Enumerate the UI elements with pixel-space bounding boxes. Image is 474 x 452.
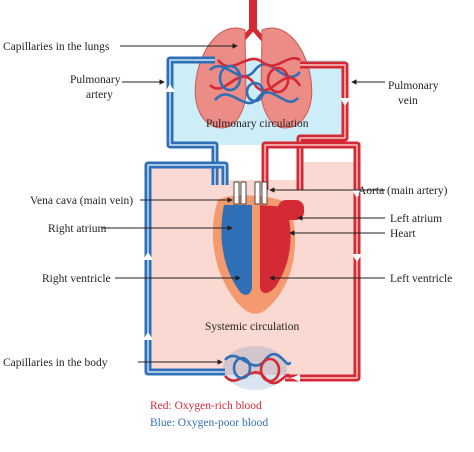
lung-capillary-network bbox=[209, 56, 302, 105]
legend-blue: Blue: Oxygen-poor blood bbox=[150, 417, 268, 429]
trachea bbox=[249, 0, 257, 30]
vena-cava-vessel-inner bbox=[147, 164, 226, 373]
pulmonary-artery-vessel-inner bbox=[169, 59, 216, 185]
flow-arrows bbox=[143, 84, 362, 382]
left-atrium-chamber bbox=[278, 200, 304, 220]
label-left-ventricle: Left ventricle bbox=[390, 273, 452, 285]
label-pulmonary-circulation: Pulmonary circulation bbox=[206, 118, 309, 130]
left-heart-chamber bbox=[260, 205, 291, 294]
body-capillary-network bbox=[223, 352, 292, 385]
heart-vessel-stubs bbox=[233, 181, 268, 205]
label-aorta: Aorta (main artery) bbox=[358, 185, 448, 197]
label-capillaries-lungs: Capillaries in the lungs bbox=[3, 41, 110, 53]
label-heart: Heart bbox=[390, 228, 416, 240]
label-systemic-circulation: Systemic circulation bbox=[205, 321, 299, 333]
label-pulmonary-artery-line1: Pulmonary bbox=[70, 74, 121, 86]
label-pulmonary-artery-line2: artery bbox=[86, 89, 113, 101]
label-vena-cava: Vena cava (main vein) bbox=[30, 195, 133, 207]
pulmonary-vein-vessel-inner bbox=[299, 64, 346, 190]
label-pulmonary-vein-line2: vein bbox=[398, 95, 418, 107]
legend-red: Red: Oxygen-rich blood bbox=[150, 400, 262, 412]
pointer-lines bbox=[102, 43, 385, 365]
label-left-atrium: Left atrium bbox=[390, 213, 442, 225]
aorta-vessel-inner bbox=[264, 144, 358, 379]
label-right-atrium: Right atrium bbox=[48, 223, 107, 235]
label-right-ventricle: Right ventricle bbox=[42, 273, 111, 285]
label-pulmonary-vein-line1: Pulmonary bbox=[388, 80, 439, 92]
label-capillaries-body: Capillaries in the body bbox=[3, 357, 108, 369]
